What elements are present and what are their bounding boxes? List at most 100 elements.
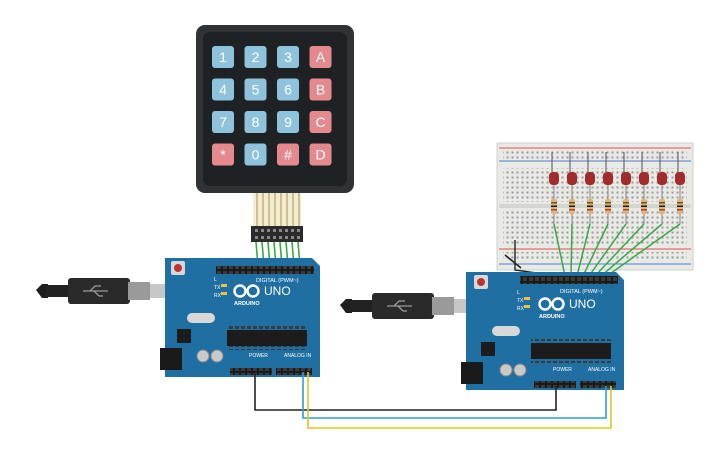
breadboard-center-channel <box>499 204 691 208</box>
usb-connector-1 <box>128 282 150 300</box>
keypad-key-label: * <box>220 147 226 163</box>
led-2[interactable] <box>567 172 577 185</box>
resistor-band <box>551 205 557 207</box>
capacitor <box>499 363 513 377</box>
led-7[interactable] <box>657 172 667 185</box>
keypad-key-C[interactable] <box>309 111 332 133</box>
microcontroller-chip <box>531 343 611 359</box>
power-label: POWER <box>553 367 572 373</box>
microcontroller-chip <box>227 330 307 346</box>
keypad-key-4[interactable] <box>212 78 234 101</box>
resistor-band <box>587 205 593 207</box>
keypad-key-3[interactable] <box>277 46 299 68</box>
arduino-logo-icon <box>233 284 260 298</box>
keypad-key-A[interactable] <box>309 46 332 68</box>
resistor-band <box>623 205 629 207</box>
board-brand-text: ARDUINO <box>234 301 260 307</box>
keypad-key-label: # <box>284 147 292 163</box>
keypad-key-label: A <box>316 49 326 65</box>
keypad-key-#[interactable] <box>277 143 299 166</box>
board-logo-text: UNO <box>569 297 596 311</box>
arduino-uno-1[interactable]: DIGITAL (PWM~) TX RX L UNO ARDUINO POWER… <box>160 258 320 377</box>
resistor-band <box>605 205 611 207</box>
ground-wire-black[interactable] <box>254 372 557 411</box>
keypad-key-label: 2 <box>252 49 260 65</box>
leds <box>549 152 685 185</box>
rx-label: RX <box>214 293 222 299</box>
keypad-key-2[interactable] <box>244 46 267 68</box>
crystal <box>187 313 215 323</box>
keypad-key-1[interactable] <box>212 46 234 68</box>
wire-yellow[interactable] <box>307 372 612 429</box>
keypad-key-0[interactable] <box>244 143 267 166</box>
keypad-key-label: 3 <box>284 49 292 65</box>
resistors <box>551 185 683 224</box>
led-wires[interactable] <box>553 223 681 277</box>
crystal <box>492 326 520 336</box>
keypad-key-6[interactable] <box>277 78 299 101</box>
tx-label: TX <box>517 298 524 304</box>
arduino-uno-2[interactable]: DIGITAL (PWM~) TX RX L UNO ARDUINO POWER… <box>461 272 624 390</box>
resistor-band <box>551 209 557 211</box>
resistor-band <box>641 202 647 204</box>
resistor-band <box>659 205 665 207</box>
keypad-key-*[interactable] <box>212 143 234 166</box>
resistor-band <box>677 202 683 204</box>
keypad-key-7[interactable] <box>212 111 234 133</box>
rx-label: RX <box>517 306 525 312</box>
power-jack[interactable] <box>461 362 483 384</box>
small-chip <box>481 342 495 356</box>
led-4[interactable] <box>603 172 613 185</box>
keypad-key-label: 5 <box>252 82 260 98</box>
led-3[interactable] <box>585 172 595 185</box>
capacitor <box>210 349 224 363</box>
keypad-key-8[interactable] <box>244 111 267 133</box>
wire-blue[interactable] <box>302 372 607 419</box>
keypad-key-D[interactable] <box>309 143 332 166</box>
led-1[interactable] <box>549 172 559 185</box>
usb-cable-1[interactable] <box>36 278 166 304</box>
keypad-key-B[interactable] <box>309 78 332 101</box>
keypad-key-label: 4 <box>219 82 227 98</box>
resistor-band <box>677 205 683 207</box>
keypad-key-5[interactable] <box>244 78 267 101</box>
breadboard[interactable] <box>496 142 694 277</box>
resistor-band <box>605 209 611 211</box>
led-5[interactable] <box>621 172 631 185</box>
capacitor <box>196 349 210 363</box>
inter-board-wires[interactable] <box>254 372 612 429</box>
resistor-band <box>551 202 557 204</box>
l-label: L <box>517 290 520 296</box>
keypad-key-label: D <box>315 147 325 163</box>
power-label: POWER <box>249 353 268 359</box>
arduino-logo-icon <box>538 297 565 311</box>
resistor-band <box>587 202 593 204</box>
keypad-key-label: 8 <box>252 114 260 130</box>
resistor-band <box>623 209 629 211</box>
analog-label: ANALOG IN <box>284 353 312 359</box>
ground-wire[interactable] <box>504 254 522 269</box>
keypad-key-label: 7 <box>219 114 227 130</box>
usb-cable-2[interactable] <box>340 293 470 319</box>
keypad-connector[interactable] <box>251 226 303 242</box>
power-jack[interactable] <box>160 348 182 370</box>
resistor-band <box>569 202 575 204</box>
usb-connector-2 <box>432 297 454 315</box>
resistor-band <box>569 205 575 207</box>
keypad-ribbon <box>253 193 301 228</box>
resistor-band <box>659 209 665 211</box>
keypad-connector-pins <box>255 229 300 239</box>
ribbon-traces <box>256 193 300 228</box>
led-8[interactable] <box>675 172 685 185</box>
board-logo-text: UNO <box>264 284 291 298</box>
resistor-band <box>605 202 611 204</box>
resistor-band <box>623 202 629 204</box>
l-label: L <box>214 277 217 283</box>
tx-label: TX <box>214 285 221 291</box>
led-6[interactable] <box>639 172 649 185</box>
board-brand-text: ARDUINO <box>539 314 565 320</box>
keypad-key-9[interactable] <box>277 111 299 133</box>
